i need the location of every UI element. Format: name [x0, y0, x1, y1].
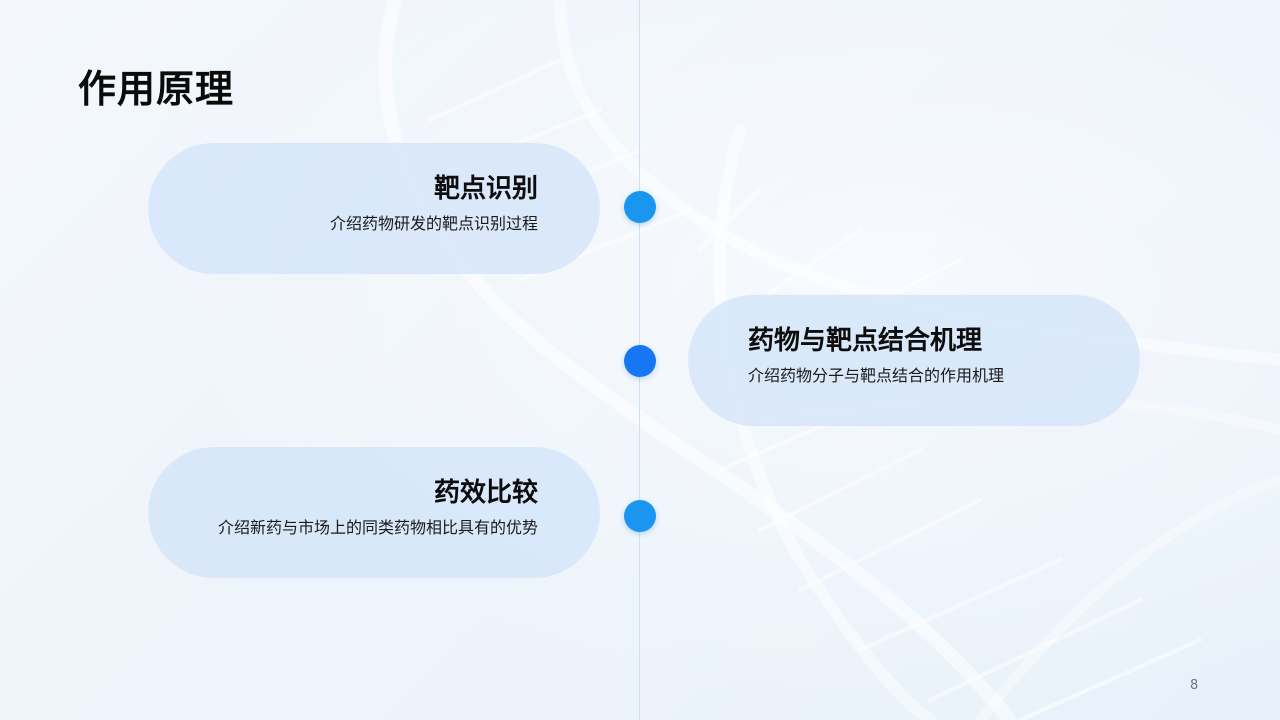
card-description: 介绍药物分子与靶点结合的作用机理 [748, 366, 1005, 385]
card-description: 介绍新药与市场上的同类药物相比具有的优势 [217, 518, 538, 537]
timeline-dot [624, 191, 656, 223]
card-heading: 药效比较 [433, 478, 538, 508]
card-description: 介绍药物研发的靶点识别过程 [329, 214, 538, 233]
card-heading: 药物与靶点结合机理 [748, 326, 983, 356]
timeline-card-binding-mechanism: 药物与靶点结合机理 介绍药物分子与靶点结合的作用机理 [688, 294, 1140, 426]
card-heading: 靶点识别 [433, 174, 538, 204]
slide-title: 作用原理 [78, 67, 235, 111]
timeline-card-efficacy-comparison: 药效比较 介绍新药与市场上的同类药物相比具有的优势 [148, 446, 600, 578]
page-number: 8 [1190, 678, 1199, 693]
timeline-dot [624, 345, 656, 377]
timeline-dot [624, 500, 656, 532]
timeline-card-target-identification: 靶点识别 介绍药物研发的靶点识别过程 [148, 142, 600, 274]
